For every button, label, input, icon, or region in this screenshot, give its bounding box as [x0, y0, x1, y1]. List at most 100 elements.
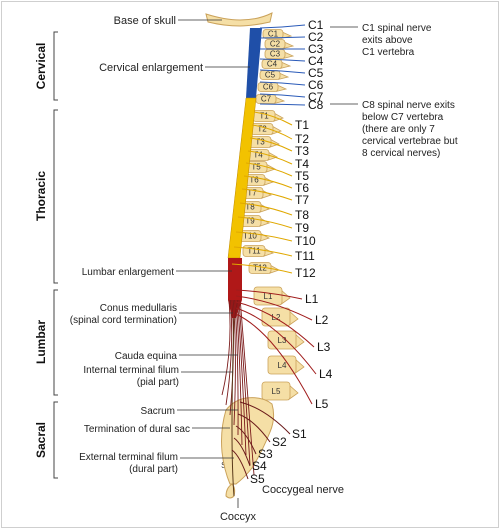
cauda-fiber: [225, 299, 233, 406]
nerve-line-l1: [235, 289, 303, 300]
nerve-label-t4: T4: [295, 157, 309, 171]
note-leader-lines: [330, 26, 358, 105]
vertebrae-group: C1C2C3C4C5C6C7T1T2T3T4T5T6T7T8T9T10T11T1…: [221, 29, 305, 470]
vertebra-label-l2: L2: [272, 313, 281, 322]
label-coccygeal-nerve: Coccygeal nerve: [262, 484, 344, 496]
vertebra-label-t7: T7: [247, 189, 257, 198]
nerve-label-l1: L1: [305, 292, 319, 306]
vertebra-label-t12: T12: [253, 264, 267, 273]
region-brackets: [53, 31, 58, 479]
vertebra-process-c7: [273, 96, 286, 104]
nerve-line-s3: [235, 425, 257, 455]
nerve-label-c1: C1: [308, 18, 324, 32]
vertebra-label-t9: T9: [245, 217, 255, 226]
note-c1-line2: exits above: [362, 35, 413, 46]
nerve-label-s3: S3: [258, 447, 273, 461]
vertebra-label-t6: T6: [249, 176, 259, 185]
vertebra-label-c6: C6: [263, 82, 274, 91]
nerve-line-t2: [251, 124, 293, 140]
nerve-label-s4: S4: [252, 459, 267, 473]
nerve-line-t4: [247, 150, 293, 165]
nerve-line-c2: [259, 36, 306, 39]
label-cauda-equina: Cauda equina: [115, 351, 178, 362]
nerve-line-t1: [253, 111, 293, 126]
nerve-line-t5: [245, 162, 293, 177]
nerve-label-t11: T11: [295, 249, 315, 263]
vertebra-label-l5: L5: [272, 387, 281, 396]
vertebra-label-c2: C2: [270, 39, 281, 48]
cervical-cord-segment: [246, 28, 262, 98]
vertebra-c1: [262, 29, 284, 39]
vertebra-label-t11: T11: [247, 247, 261, 256]
nerve-line-l4: [235, 307, 317, 375]
nerve-label-t7: T7: [295, 193, 309, 207]
label-conus-note: (spinal cord termination): [70, 315, 177, 326]
nerve-line-c1: [259, 24, 306, 29]
vertebra-label-l4: L4: [278, 361, 287, 370]
cauda-fiber: [232, 299, 236, 426]
vertebra-process-l1: [279, 288, 291, 306]
vertebra-process-c4: [279, 61, 292, 69]
note-c1-line1: C1 spinal nerve: [362, 23, 432, 34]
cauda-fiber: [234, 299, 239, 436]
terminal-filum: [231, 317, 235, 497]
coccyx-bone: [225, 483, 236, 499]
vertebra-l3: [267, 330, 297, 350]
nerve-label-s2: S2: [272, 435, 287, 449]
nerve-label-s1: S1: [292, 427, 307, 441]
nerve-label-t9: T9: [295, 221, 309, 235]
label-conus-medullaris: Conus medullaris: [100, 303, 177, 314]
note-c1-line3: C1 vertebra: [362, 47, 415, 58]
nerve-line-t11: [233, 246, 293, 257]
vertebra-l5: [261, 381, 291, 401]
vertebra-process-l2: [287, 309, 299, 327]
nerve-label-c5: C5: [308, 66, 324, 80]
left-leader-lines: [176, 19, 250, 508]
vertebra-process-c2: [282, 41, 295, 49]
label-cervical-enlargement: Cervical enlargement: [99, 62, 203, 74]
label-sacrum: Sacrum: [141, 406, 175, 417]
vertebra-process-c3: [282, 51, 295, 59]
nerve-label-c6: C6: [308, 78, 324, 92]
vertebra-label-c7: C7: [261, 94, 272, 103]
nerve-label-t8: T8: [295, 208, 309, 222]
nerve-label-t12: T12: [295, 266, 316, 280]
vertebra-process-t11: [262, 247, 274, 257]
cauda-fiber: [239, 299, 255, 476]
nerve-line-s5: [231, 449, 249, 480]
vertebra-l2: [261, 307, 291, 327]
label-lumbar-enlargement: Lumbar enlargement: [82, 267, 174, 278]
nerve-line-l5: [235, 313, 313, 405]
nerve-line-t10: [235, 231, 293, 242]
nerve-label-t5: T5: [295, 169, 309, 183]
vertebra-label-t10: T10: [243, 232, 257, 241]
nerve-label-t6: T6: [295, 181, 309, 195]
nerve-line-t12: [231, 263, 293, 274]
note-c8-line4: cervical vertebrae but: [362, 136, 458, 147]
nerve-label-l5: L5: [315, 397, 329, 411]
note-c8-line5: 8 cervical nerves): [362, 148, 440, 159]
nerve-label-c2: C2: [308, 30, 324, 44]
vertebra-process-l5: [287, 383, 299, 401]
nerve-line-s1: [239, 401, 291, 435]
note-c8-line3: (there are only 7: [362, 124, 435, 135]
vertebra-label-c5: C5: [265, 70, 276, 79]
vertebra-label-c3: C3: [270, 49, 281, 58]
nerve-label-c4: C4: [308, 54, 324, 68]
vertebra-label-t4: T4: [253, 151, 263, 160]
vertebra-process-t1: [272, 112, 284, 122]
vertebra-process-c6: [275, 84, 288, 92]
vertebra-process-l3: [293, 332, 305, 350]
region-label-cervical: Cervical: [34, 43, 48, 90]
nerve-line-t3: [249, 137, 293, 152]
vertebra-label-l3: L3: [278, 336, 287, 345]
nerve-line-l2: [235, 295, 313, 321]
nerve-line-t8: [239, 202, 293, 216]
label-base-of-skull: Base of skull: [114, 15, 176, 27]
nerve-label-c7: C7: [308, 90, 324, 104]
region-label-sacral: Sacral: [34, 422, 48, 458]
vertebra-label-c1: C1: [268, 29, 279, 38]
vertebra-process-c5: [277, 72, 290, 80]
